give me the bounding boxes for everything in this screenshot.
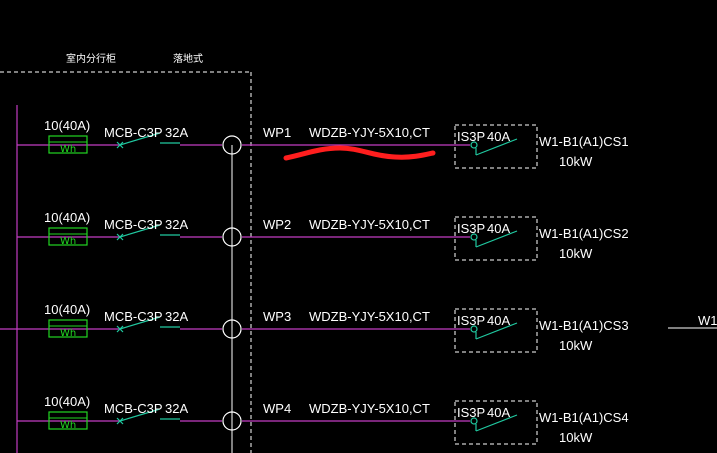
meter-rating: 10(40A) — [44, 394, 90, 409]
cable-spec: WDZB-YJY-5X10,CT — [309, 125, 430, 140]
cabinet-frame — [0, 71, 252, 453]
cabinet-type-label: 室内分行柜 — [66, 52, 116, 65]
isolator-rating: 40A — [487, 129, 510, 144]
junction-circle — [222, 135, 242, 155]
circuit-id: WP4 — [263, 401, 291, 416]
breaker-contact — [119, 408, 161, 422]
load-id: W1-B1(A1)CS1 — [539, 134, 629, 149]
breaker-contact — [119, 224, 161, 238]
isolator-blade — [475, 414, 518, 432]
meter-box — [48, 227, 88, 246]
isolator-type: IS3P — [457, 129, 485, 144]
junction-circle — [222, 319, 242, 339]
load-power: 10kW — [559, 338, 593, 353]
load-id: W1-B1(A1)CS2 — [539, 226, 629, 241]
meter-label: Wh — [60, 236, 76, 247]
isolator-rating: 40A — [487, 313, 510, 328]
circuit-id: WP3 — [263, 309, 291, 324]
isolator-blade — [475, 322, 518, 340]
junction-circle — [222, 411, 242, 431]
isolator-contact — [470, 417, 478, 425]
breaker-rating: 32A — [165, 125, 188, 140]
red-annotation-stroke — [283, 145, 436, 161]
cable-spec: WDZB-YJY-5X10,CT — [309, 309, 430, 324]
isolator-type: IS3P — [457, 313, 485, 328]
isolator-type: IS3P — [457, 221, 485, 236]
meter-label: Wh — [60, 328, 76, 339]
isolator-blade — [475, 138, 518, 156]
breaker-rating: 32A — [165, 217, 188, 232]
breaker-type: MCB-C3P — [104, 401, 163, 416]
cable-spec: WDZB-YJY-5X10,CT — [309, 401, 430, 416]
circuit-id: WP1 — [263, 125, 291, 140]
junction-circle — [222, 227, 242, 247]
breaker-x-mark — [116, 417, 124, 425]
load-power: 10kW — [559, 154, 593, 169]
breaker-type: MCB-C3P — [104, 217, 163, 232]
meter-rating: 10(40A) — [44, 118, 90, 133]
breaker-x-mark — [116, 325, 124, 333]
load-id: W1-B1(A1)CS3 — [539, 318, 629, 333]
breaker-rating: 32A — [165, 309, 188, 324]
cable-spec: WDZB-YJY-5X10,CT — [309, 217, 430, 232]
isolator-rating: 40A — [487, 221, 510, 236]
load-id: W1-B1(A1)CS4 — [539, 410, 629, 425]
isolator-contact — [470, 141, 478, 149]
breaker-contact — [119, 316, 161, 330]
edge-label: W1- — [698, 313, 717, 328]
isolator-type: IS3P — [457, 405, 485, 420]
meter-rating: 10(40A) — [44, 210, 90, 225]
breaker-x-mark — [116, 233, 124, 241]
meter-box — [48, 319, 88, 338]
breaker-type: MCB-C3P — [104, 125, 163, 140]
mounting-type-label: 落地式 — [173, 52, 203, 65]
breaker-type: MCB-C3P — [104, 309, 163, 324]
circuit-id: WP2 — [263, 217, 291, 232]
isolator-contact — [470, 325, 478, 333]
load-power: 10kW — [559, 246, 593, 261]
isolator-blade — [475, 230, 518, 248]
breaker-contact — [119, 132, 161, 146]
isolator-contact — [470, 233, 478, 241]
meter-box — [48, 411, 88, 430]
meter-box — [48, 135, 88, 154]
load-power: 10kW — [559, 430, 593, 445]
meter-rating: 10(40A) — [44, 302, 90, 317]
isolator-rating: 40A — [487, 405, 510, 420]
breaker-x-mark — [116, 141, 124, 149]
meter-label: Wh — [60, 144, 76, 155]
breaker-rating: 32A — [165, 401, 188, 416]
meter-label: Wh — [60, 420, 76, 431]
